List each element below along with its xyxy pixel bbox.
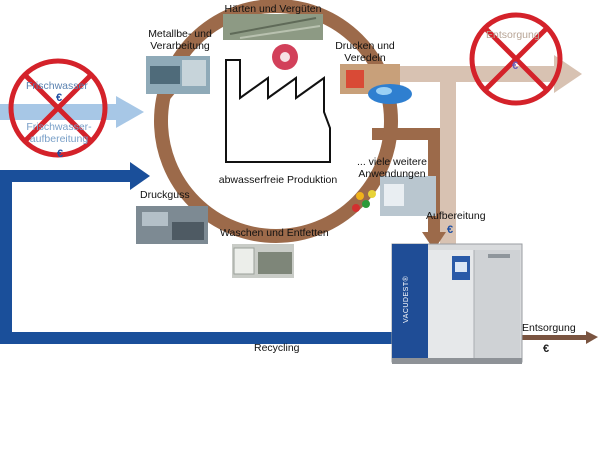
photo-druckguss	[136, 206, 208, 244]
recycling-pipe	[0, 162, 396, 344]
photo-metall	[146, 56, 210, 94]
label-drucken: Drucken und Veredeln	[335, 40, 395, 64]
label-entsorgung-crossed: Entsorgung	[486, 29, 540, 41]
label-haerten: Härten und Vergüten	[224, 3, 322, 15]
factory-icon	[225, 59, 331, 163]
photo-weitere	[352, 176, 436, 216]
cross-mark-right	[469, 12, 563, 106]
label-aufbereitung: Aufbereitung	[426, 210, 486, 222]
photo-drucken	[340, 64, 412, 104]
disposal-arrow-lower	[480, 331, 598, 344]
label-recycling: Recycling	[254, 342, 300, 354]
euro-entsorgung-crossed: €	[512, 60, 519, 72]
label-metall: Metallbe- und Verarbeitung	[148, 28, 212, 52]
euro-frischwasser: €	[56, 92, 63, 104]
photo-haerten	[223, 14, 323, 70]
label-center: abwasserfreie Produktion	[218, 174, 338, 186]
vacudest-machine	[391, 243, 523, 364]
cross-mark-left	[8, 58, 108, 158]
production-ring	[154, 0, 398, 243]
euro-aufbereitung: €	[447, 224, 454, 236]
label-frischwasseraufbereitung: Frischwasser- aufbereitung	[26, 121, 92, 145]
label-weitere: ... viele weitere Anwendungen	[356, 156, 428, 180]
label-frischwasser: Frischwasser	[26, 80, 88, 92]
euro-frischwasseraufbereitung: €	[57, 148, 64, 160]
photo-waschen	[232, 244, 294, 278]
machine-brand: VACUDEST®	[403, 275, 410, 323]
label-entsorgung: Entsorgung	[522, 322, 576, 334]
label-waschen: Waschen und Entfetten	[220, 227, 329, 239]
label-druckguss: Druckguss	[140, 189, 190, 201]
euro-entsorgung: €	[543, 343, 550, 355]
disposal-arrow-upper	[388, 55, 582, 250]
